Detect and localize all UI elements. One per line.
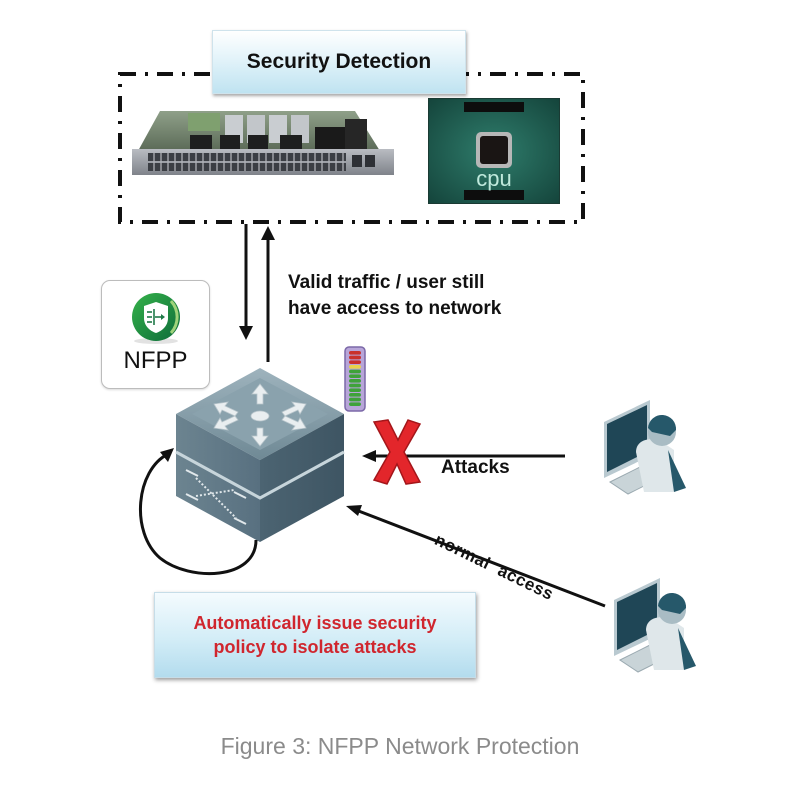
meter-segment <box>349 397 361 402</box>
self-loop-arrow <box>139 448 258 575</box>
meter-segment <box>349 402 361 406</box>
detection-arrows <box>239 224 275 362</box>
valid-traffic-line-2: have access to network <box>288 298 502 319</box>
figure-caption: Figure 3: NFPP Network Protection <box>220 733 580 759</box>
valid-traffic-line-1: Valid traffic / user still <box>288 272 485 293</box>
policy-box: Automatically issue security policy to i… <box>154 592 476 678</box>
meter-segment <box>349 365 361 369</box>
switch-icon <box>175 368 345 542</box>
security-detection-label: Security Detection <box>246 50 432 73</box>
line-card-icon <box>132 111 394 175</box>
nfpp-label: NFPP <box>123 347 188 374</box>
attacker-host-icon <box>604 400 686 495</box>
normal-access-arrow <box>346 505 606 608</box>
meter-segment <box>349 393 361 397</box>
traffic-level-meter-icon <box>344 346 366 412</box>
normal-user-host-icon <box>614 578 696 673</box>
valid-traffic-text: Valid traffic / user still have access t… <box>288 270 501 322</box>
meter-segment <box>349 374 361 378</box>
meter-segment <box>349 388 361 392</box>
cpu-icon: cpu <box>428 98 560 204</box>
meter-segment <box>349 369 361 374</box>
meter-segment <box>349 360 361 364</box>
security-detection-title: Security Detection <box>212 30 466 94</box>
shield-filter-icon <box>132 293 180 344</box>
meter-segment <box>349 351 361 355</box>
cpu-label: cpu <box>476 166 511 191</box>
meter-segment <box>349 355 361 360</box>
policy-line-1: Automatically issue security <box>193 613 437 633</box>
red-x-icon <box>372 419 422 485</box>
meter-segment <box>349 383 361 388</box>
nfpp-badge: NFPP <box>101 280 210 389</box>
attacks-label: Attacks <box>441 457 510 478</box>
meter-segment <box>349 379 361 383</box>
policy-line-2: policy to isolate attacks <box>213 637 417 657</box>
